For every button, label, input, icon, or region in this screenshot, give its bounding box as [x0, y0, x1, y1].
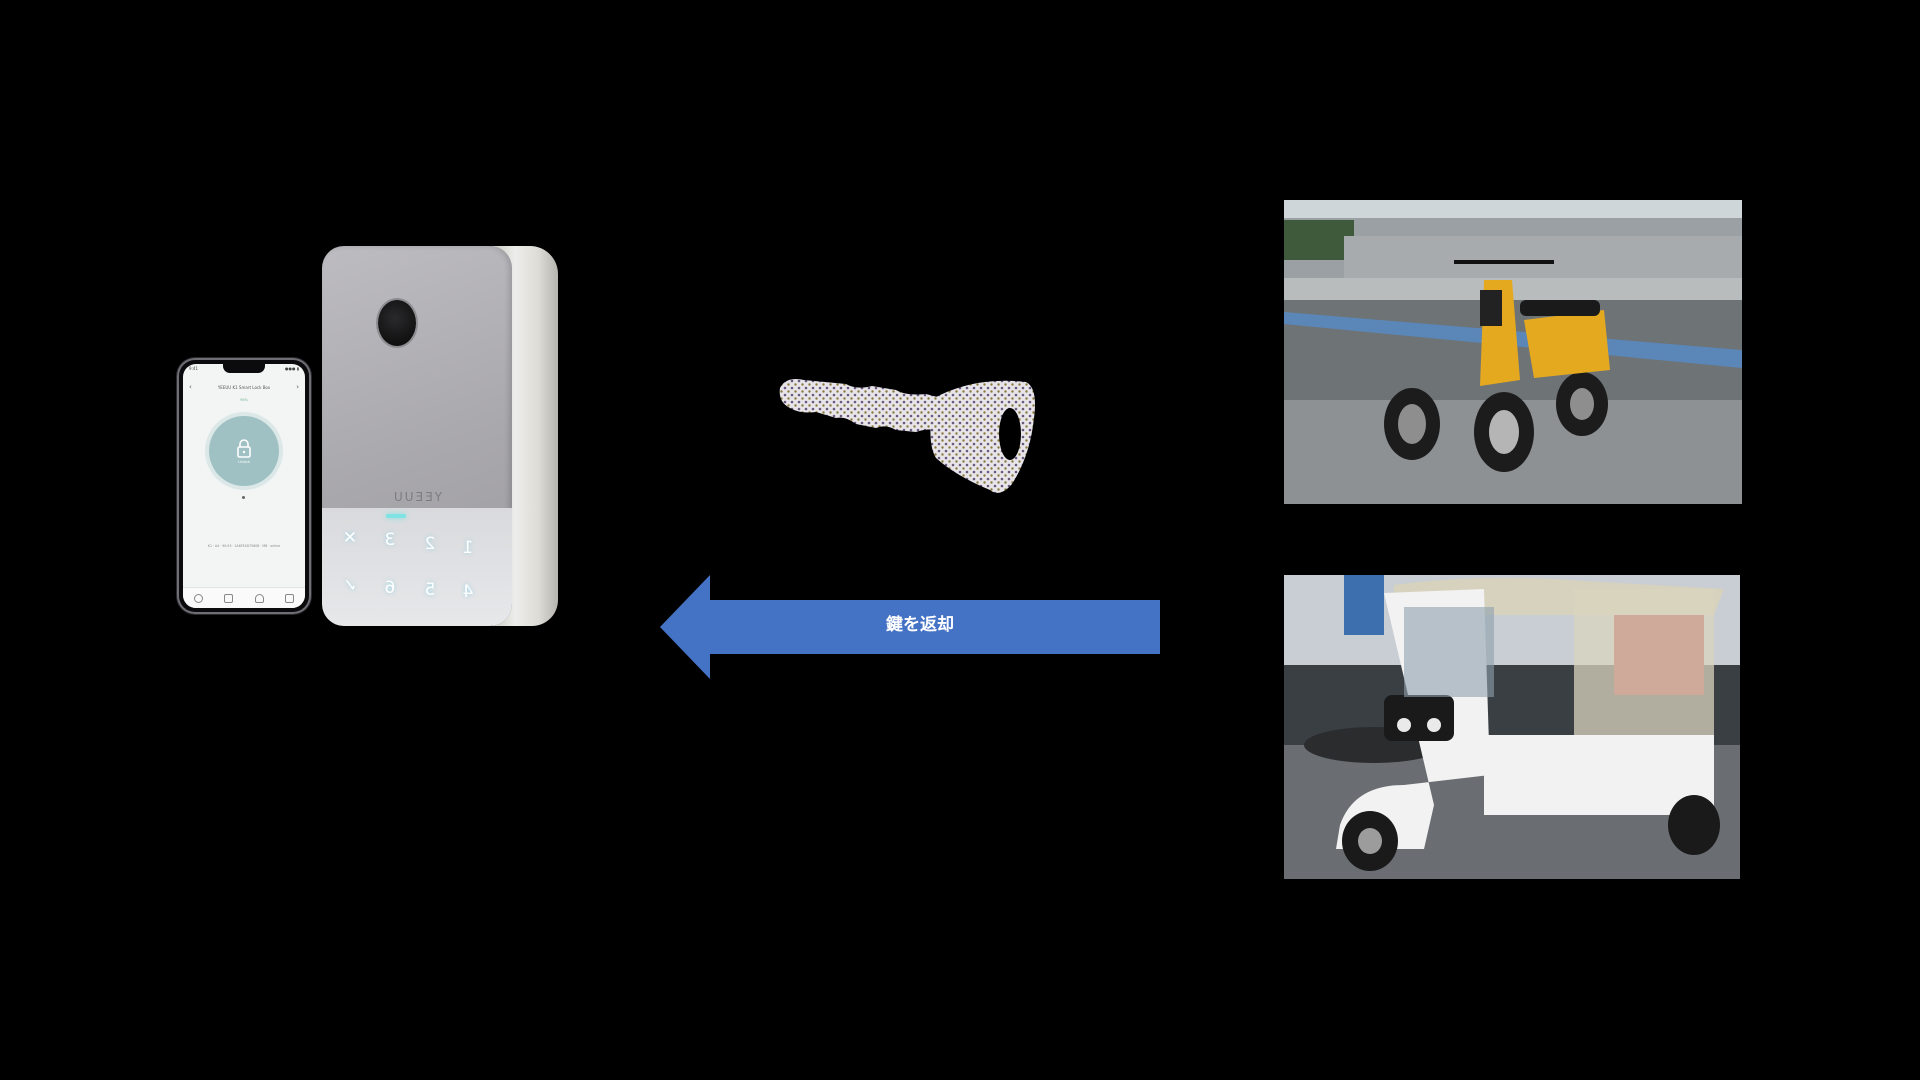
phone-notch: [223, 364, 265, 373]
keypad-key-1[interactable]: 1: [462, 538, 474, 558]
chevron-left-icon[interactable]: ‹: [189, 383, 192, 391]
keypad-key-confirm[interactable]: ✓: [342, 576, 358, 596]
phone-battery-level: 98%: [240, 398, 248, 402]
three-wheel-scooter-photo: [1284, 200, 1742, 504]
smart-lockbox: YEEUU 1 2 3 ✕ 4 5 6 ✓: [322, 246, 512, 626]
keypad-key-5[interactable]: 5: [424, 580, 436, 600]
phone-device-info: K1 · A4 · 90:93 · 1A6FE4D7560B · MB · on…: [207, 544, 281, 548]
keypad-key-6[interactable]: 6: [384, 578, 396, 598]
keypad-key-4[interactable]: 4: [462, 582, 474, 602]
settings-tab-icon[interactable]: [285, 593, 295, 603]
unlock-button[interactable]: Unlock: [209, 416, 279, 486]
return-key-label: 鍵を返却: [886, 615, 954, 635]
unlock-label: Unlock: [238, 460, 250, 464]
user-tab-icon[interactable]: [254, 593, 264, 603]
chevron-right-icon[interactable]: ›: [296, 383, 299, 391]
keypad-key-cancel[interactable]: ✕: [342, 528, 358, 548]
keypad-key-3[interactable]: 3: [384, 530, 396, 550]
phone-status-bar: 9:41 ●●● ▮: [189, 366, 299, 374]
lockbox-keyhole: [378, 300, 416, 346]
lockbox-keypad: 1 2 3 ✕ 4 5 6 ✓: [322, 508, 512, 626]
keypad-led-indicator: [386, 514, 406, 518]
phone-status-time: 9:41: [189, 366, 198, 371]
lockbox-brand-logo: YEEUU: [391, 490, 443, 504]
three-wheel-tuktuk-photo: [1284, 575, 1740, 879]
keypad-key-2[interactable]: 2: [424, 534, 436, 554]
home-tab-icon[interactable]: [193, 593, 203, 603]
phone-status-indicators: ●●● ▮: [285, 366, 299, 371]
padlock-icon: [237, 439, 251, 458]
phone-app-title: YEEUU K1 Smart Lock Box: [217, 385, 271, 390]
phone-tab-bar: [183, 587, 305, 608]
left-arrow-icon: [660, 575, 1160, 679]
phone-screen: 9:41 ●●● ▮ ‹ YEEUU K1 Smart Lock Box › 9…: [183, 364, 305, 608]
calendar-tab-icon[interactable]: [224, 593, 234, 603]
key-icon: [779, 379, 1035, 493]
page-indicator: [242, 496, 245, 499]
smartphone: 9:41 ●●● ▮ ‹ YEEUU K1 Smart Lock Box › 9…: [177, 358, 311, 614]
